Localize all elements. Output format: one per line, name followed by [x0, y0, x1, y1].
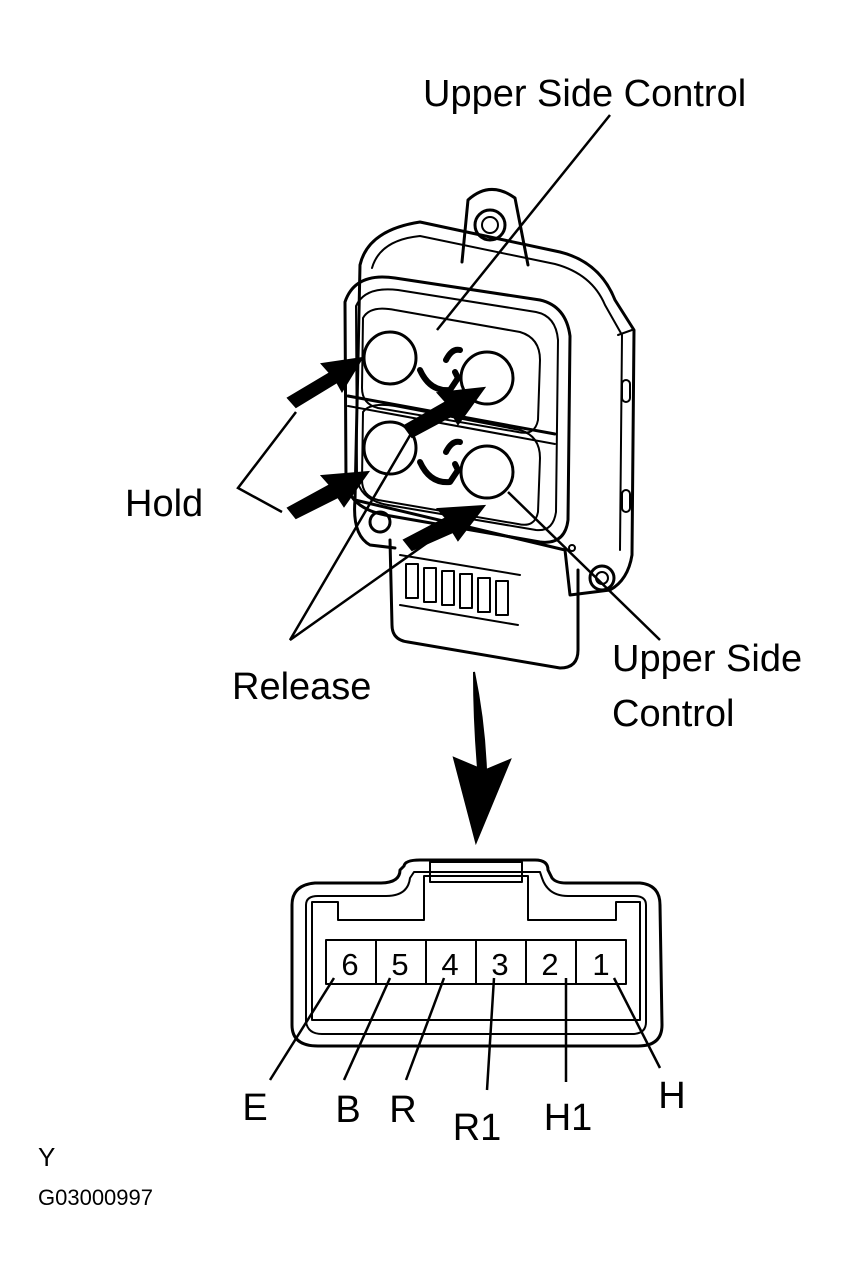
label-upper-side-control-right-line2: Control [612, 693, 735, 735]
footer-mark: Y [38, 1142, 55, 1172]
hold-arrow-lower [286, 470, 371, 520]
figure-code: G03000997 [38, 1185, 153, 1210]
label-release: Release [232, 666, 371, 708]
upper-side-control-leader-top [436, 114, 611, 331]
upper-side-control-leader-right [507, 491, 661, 641]
pin-number-6: 6 [341, 947, 358, 982]
hold-leader [236, 411, 297, 514]
pin-number-4: 4 [441, 947, 458, 982]
terminal-label-h: H [658, 1075, 685, 1117]
terminal-label-r1: R1 [453, 1107, 502, 1149]
label-hold: Hold [125, 483, 203, 525]
leader-lines [236, 114, 661, 642]
label-upper-side-control-top: Upper Side Control [423, 73, 746, 115]
pin-number-5: 5 [391, 947, 408, 982]
pin-number-3: 3 [491, 947, 508, 982]
seat-switch-illustration [343, 188, 636, 670]
release-leader [288, 431, 469, 642]
label-upper-side-control-right-line1: Upper Side [612, 638, 802, 680]
terminal-leaders [268, 977, 662, 1091]
pin-number-1: 1 [592, 947, 609, 982]
terminal-label-b: B [335, 1089, 360, 1131]
terminal-label-e: E [242, 1087, 267, 1129]
down-arrow [452, 671, 512, 846]
terminal-label-h1: H1 [544, 1097, 593, 1139]
hold-arrow-upper [286, 356, 364, 409]
pin-number-2: 2 [541, 947, 558, 982]
terminal-label-r: R [389, 1089, 416, 1131]
release-arrow-upper [402, 386, 487, 439]
